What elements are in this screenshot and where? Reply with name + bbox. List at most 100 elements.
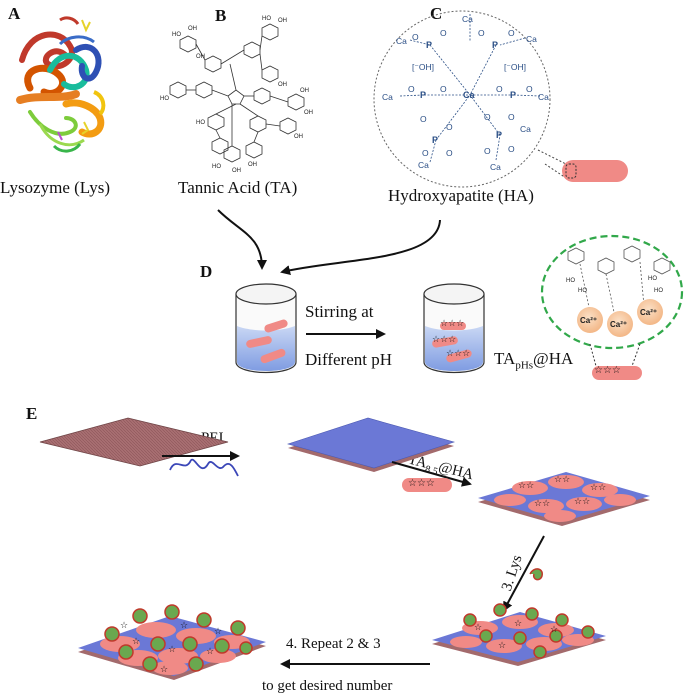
svg-text:Ca: Ca [382,92,393,102]
ca-ion-ball-3 [637,299,663,325]
plate-multilayer-final: ☆ ☆ ☆ ☆ ☆ ☆ ☆ [78,604,266,680]
svg-text:O: O [484,112,491,122]
svg-text:P: P [426,40,432,50]
svg-text:OH: OH [188,26,197,32]
svg-text:Ca: Ca [538,92,549,102]
svg-text:Ca: Ca [520,124,531,134]
svg-text:☆: ☆ [168,645,176,655]
svg-text:O: O [412,32,419,42]
svg-text:☆☆: ☆☆ [590,483,606,493]
svg-text:OH: OH [196,54,205,60]
lysozyme-caption: Lysozyme (Lys) [0,178,111,197]
svg-text:P: P [492,40,498,50]
ha-nanorod-icon [562,160,628,182]
ca-ion-ball-1 [577,307,603,333]
svg-text:O: O [446,122,453,132]
svg-text:P: P [420,90,426,100]
svg-text:☆☆☆: ☆☆☆ [432,335,456,345]
svg-text:Ca: Ca [463,90,475,100]
svg-text:O: O [508,28,515,38]
panel-label-b: B [215,6,227,25]
lysozyme-small-icon [529,568,543,581]
step-4-label: 4. Repeat 2 & 3 [286,636,381,652]
ta-ha-rod-step-2-icon [402,478,452,492]
svg-text:P: P [432,135,438,145]
svg-text:O: O [420,114,427,124]
svg-text:[⁻OH]: [⁻OH] [504,62,526,72]
svg-text:☆: ☆ [498,641,506,651]
panel-label-d: D [200,262,213,281]
panel-label-c: C [430,4,443,23]
binding-zoom-ellipse [540,234,684,350]
arrow-step-2 [391,461,472,487]
panel-label-a: A [8,4,21,23]
ta-ca-binding-detail [567,245,671,313]
svg-text:P: P [510,90,516,100]
svg-text:☆: ☆ [120,621,128,631]
lysozyme-structure-icon [16,16,106,153]
svg-text:Ca: Ca [418,160,429,170]
svg-text:☆☆☆: ☆☆☆ [446,349,470,359]
svg-text:O: O [422,148,429,158]
beaker-initial-icon [235,283,297,374]
svg-text:☆☆: ☆☆ [554,475,570,485]
svg-text:O: O [508,112,515,122]
svg-text:☆: ☆ [206,647,214,657]
svg-text:Ca²⁺: Ca²⁺ [610,320,627,329]
ta-ha-particle-icon [592,366,642,380]
ha-lattice-bonds [399,14,541,163]
svg-text:O: O [508,144,515,154]
svg-text:Ca: Ca [490,162,501,172]
beaker-coated-icon: ☆☆☆ ☆☆☆ ☆☆☆ [423,283,485,374]
svg-text:☆☆☆: ☆☆☆ [408,478,435,489]
svg-text:☆☆☆: ☆☆☆ [594,365,621,376]
svg-text:☆: ☆ [514,619,522,629]
svg-text:Ca: Ca [526,34,537,44]
svg-text:☆☆: ☆☆ [534,499,550,509]
arrow-ta-to-beaker [217,209,267,270]
svg-text:OH: OH [300,88,309,94]
arrow-step-3 [503,535,545,612]
svg-text:HO: HO [172,32,181,38]
svg-text:HO: HO [212,164,221,170]
svg-text:HO: HO [262,16,271,22]
svg-text:HO: HO [654,288,663,294]
svg-text:O: O [440,28,447,38]
svg-text:O: O [496,84,503,94]
svg-text:OH: OH [278,18,287,24]
svg-text:O: O [484,146,491,156]
svg-text:HO: HO [566,278,575,284]
svg-text:Ca²⁺: Ca²⁺ [640,308,657,317]
svg-text:O: O [526,84,533,94]
svg-text:☆: ☆ [474,623,482,633]
product-label: TApHs@HA [494,349,574,372]
svg-text:O: O [446,148,453,158]
svg-text:☆: ☆ [132,637,140,647]
svg-text:Ca: Ca [462,14,473,24]
ph-text: Different pH [305,350,393,369]
substrate-plate [39,417,229,467]
svg-text:☆: ☆ [550,625,558,635]
pei-chain-icon [169,458,239,477]
panel-label-e: E [26,404,38,423]
stirring-text: Stirring at [305,302,374,321]
svg-text:☆☆: ☆☆ [518,481,534,491]
svg-text:O: O [440,84,447,94]
ha-unit-cell-circle [373,10,551,188]
svg-text:HO: HO [648,276,657,282]
svg-text:☆☆☆: ☆☆☆ [440,319,464,329]
svg-text:OH: OH [294,134,303,140]
plate-after-step-3: ☆ ☆ ☆ ☆ [432,603,606,666]
svg-text:[⁻OH]: [⁻OH] [412,62,434,72]
svg-text:OH: OH [304,110,313,116]
svg-text:OH: OH [232,168,241,174]
tannic-acid-caption: Tannic Acid (TA) [178,178,298,197]
svg-text:HO: HO [196,120,205,126]
svg-text:OH: OH [278,82,287,88]
svg-text:Ca: Ca [396,36,407,46]
svg-text:OH: OH [248,162,257,168]
step-4-note: to get desired number [262,678,393,694]
svg-text:Ca²⁺: Ca²⁺ [580,316,597,325]
